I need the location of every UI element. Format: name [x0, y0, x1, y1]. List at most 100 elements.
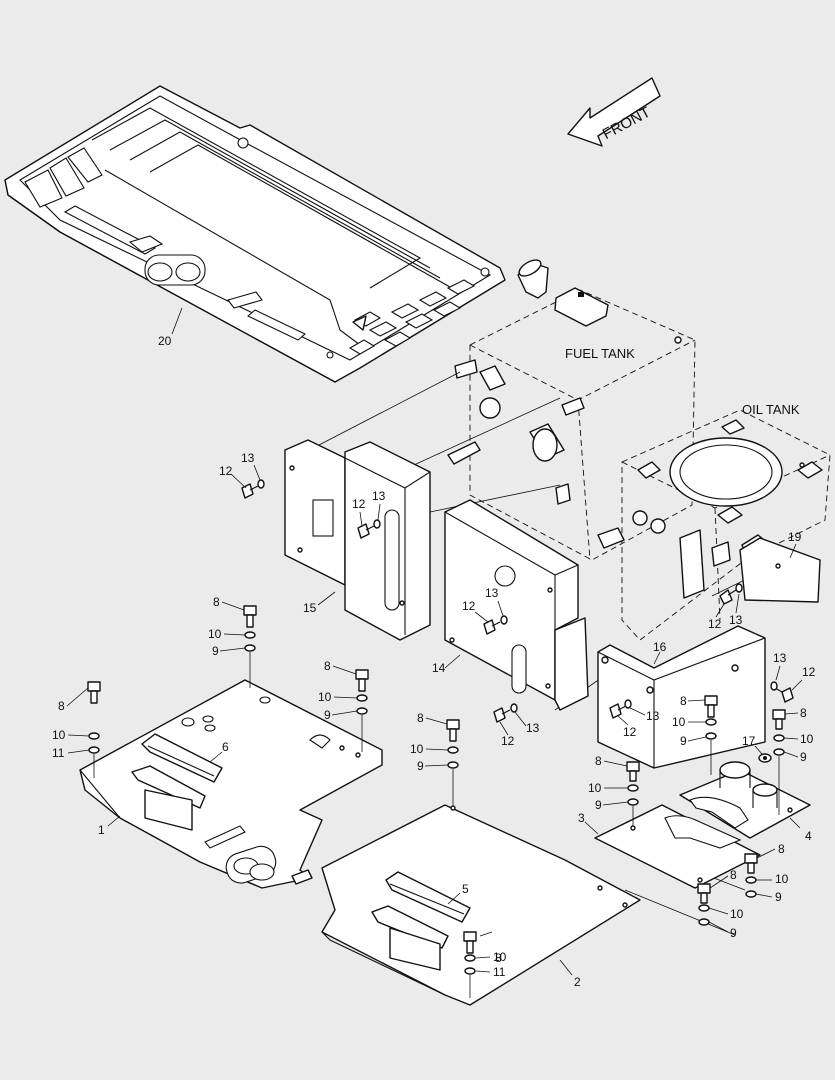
svg-text:12: 12	[219, 464, 233, 478]
bolt-pair-f	[719, 583, 743, 605]
callout-6: 6	[222, 740, 229, 754]
svg-text:11: 11	[52, 746, 65, 760]
svg-text:8: 8	[800, 706, 807, 720]
leader-2	[559, 959, 573, 976]
floor-plate-part-1	[79, 679, 383, 889]
bolt-stack-a	[243, 605, 257, 688]
leader-15	[317, 591, 336, 606]
svg-text:9: 9	[800, 750, 807, 764]
callout-19: 19	[788, 530, 802, 544]
front-arrow: FRONT	[567, 77, 661, 147]
svg-text:13: 13	[729, 613, 743, 627]
callout-20: 20	[158, 334, 172, 348]
callout-1: 1	[98, 823, 105, 837]
svg-text:8: 8	[730, 868, 737, 882]
svg-text:9: 9	[212, 644, 219, 658]
step-part-5	[371, 871, 471, 971]
svg-text:12: 12	[462, 599, 476, 613]
svg-text:13: 13	[646, 709, 660, 723]
leader-5	[447, 892, 461, 905]
top-cover-part-20	[4, 85, 506, 383]
svg-text:8: 8	[778, 842, 785, 856]
svg-text:12: 12	[623, 725, 637, 739]
bolt-pair-a	[241, 479, 265, 499]
svg-text:12: 12	[352, 497, 366, 511]
cover-plate-part-4	[679, 761, 811, 839]
step-part-6	[131, 733, 223, 831]
cover-plate-part-19	[739, 534, 821, 603]
leader-16	[653, 651, 661, 665]
svg-text:10: 10	[775, 872, 789, 886]
svg-text:10: 10	[588, 781, 602, 795]
svg-text:8: 8	[324, 659, 331, 673]
svg-text:10: 10	[318, 690, 332, 704]
cover-plate-part-15	[284, 439, 431, 641]
bolt-pair-g	[770, 681, 794, 703]
svg-text:8: 8	[417, 711, 424, 725]
leader-4	[789, 817, 801, 829]
leader-6	[209, 751, 223, 763]
bolt-stack-c	[87, 681, 101, 778]
bolt-stack-f	[704, 695, 718, 775]
svg-text:13: 13	[485, 586, 499, 600]
fuel-tank-label: FUEL TANK	[565, 346, 635, 361]
leader-20	[171, 307, 183, 335]
bolt-stack-e	[463, 931, 477, 998]
cover-plate-part-14	[444, 499, 589, 711]
svg-text:13: 13	[241, 451, 255, 465]
svg-text:10: 10	[410, 742, 424, 756]
callout-5: 5	[462, 882, 469, 896]
svg-text:8: 8	[680, 694, 687, 708]
svg-text:10: 10	[208, 627, 222, 641]
fasteners: 8 10 9 8 10 9 8 10 11	[52, 451, 816, 998]
oil-tank	[597, 409, 831, 641]
leader-14	[444, 654, 461, 669]
bolt-stack-i	[744, 853, 758, 898]
bolt-stack-d	[446, 719, 460, 805]
svg-text:12: 12	[708, 617, 722, 631]
bolt-pair-b	[357, 519, 381, 539]
bolt-stack-j	[697, 883, 711, 926]
leader-19	[789, 543, 797, 559]
bolt-stack-h	[626, 761, 640, 826]
svg-text:9: 9	[324, 708, 331, 722]
leader-1	[107, 815, 121, 827]
cover-plate-part-3	[594, 804, 761, 889]
callout-2: 2	[574, 975, 581, 989]
svg-text:9: 9	[417, 759, 424, 773]
bolt-pair-e	[609, 699, 632, 719]
svg-text:12: 12	[501, 734, 515, 748]
oil-tank-label: OIL TANK	[742, 402, 800, 417]
leader-3	[584, 821, 599, 835]
svg-text:10: 10	[800, 732, 814, 746]
callout-14: 14	[432, 661, 446, 675]
svg-text:11: 11	[493, 965, 506, 979]
svg-text:10: 10	[730, 907, 744, 921]
leader-17	[754, 745, 763, 755]
callout-4: 4	[805, 829, 812, 843]
svg-text:12: 12	[802, 665, 816, 679]
bolt-stack-g	[772, 709, 786, 815]
svg-text:9: 9	[595, 798, 602, 812]
callout-3: 3	[578, 811, 585, 825]
callout-10-e: 10	[493, 950, 507, 964]
callout-16: 16	[653, 640, 667, 654]
svg-text:8: 8	[213, 595, 220, 609]
svg-text:8: 8	[495, 951, 502, 965]
floor-plate-part-2	[321, 804, 641, 1006]
svg-text:9: 9	[775, 890, 782, 904]
svg-text:10: 10	[52, 728, 66, 742]
svg-text:13: 13	[526, 721, 540, 735]
svg-text:13: 13	[372, 489, 386, 503]
svg-text:9: 9	[730, 926, 737, 940]
callout-17: 17	[742, 734, 756, 748]
svg-text:10: 10	[672, 715, 686, 729]
fuel-tank	[447, 259, 696, 561]
callout-15: 15	[303, 601, 317, 615]
bolt-pair-d	[493, 703, 518, 723]
bushing-part-17	[758, 753, 772, 763]
bolt-pair-c	[483, 615, 508, 635]
cover-plate-part-16	[597, 625, 766, 769]
